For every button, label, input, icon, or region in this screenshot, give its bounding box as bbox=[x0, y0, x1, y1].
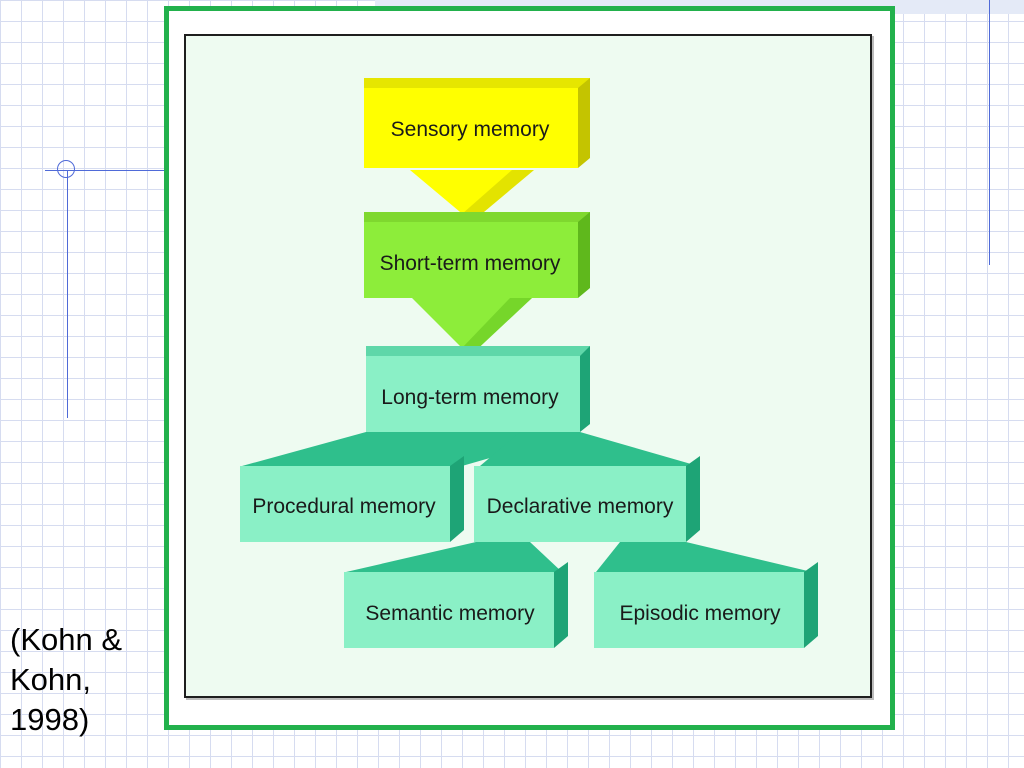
arrow-short-term-to-long-term bbox=[412, 298, 532, 356]
node-procedural-memory: Procedural memory bbox=[240, 456, 464, 542]
node-long-term-memory: Long-term memory bbox=[366, 346, 590, 432]
arrow-head-shade bbox=[462, 170, 534, 222]
node-label: Sensory memory bbox=[391, 118, 550, 141]
connector-right bbox=[480, 432, 698, 466]
node-declarative-memory: Declarative memory bbox=[474, 456, 700, 542]
box-side bbox=[554, 562, 568, 648]
box-side bbox=[578, 78, 590, 168]
slide-decor-circle bbox=[57, 160, 75, 178]
box-face bbox=[366, 356, 580, 432]
node-short-term-memory: Short-term memory bbox=[364, 212, 590, 298]
box-side bbox=[686, 456, 700, 542]
slide-decor-horizontal-line bbox=[45, 170, 167, 171]
connector-right bbox=[596, 542, 812, 572]
connector-left bbox=[346, 542, 562, 572]
arrow-sensory-to-short-term bbox=[410, 170, 534, 222]
box-side bbox=[580, 346, 590, 432]
box-side bbox=[450, 456, 464, 542]
slide-decor-vertical-line bbox=[67, 170, 68, 418]
box-face bbox=[240, 466, 450, 542]
node-sensory-memory: Sensory memory bbox=[364, 78, 590, 168]
box-face bbox=[594, 572, 804, 648]
node-label: Declarative memory bbox=[487, 495, 674, 518]
connector-left bbox=[242, 432, 580, 466]
connector-long-term-branches bbox=[242, 432, 698, 466]
node-label: Episodic memory bbox=[619, 602, 781, 625]
node-label: Semantic memory bbox=[365, 602, 535, 625]
node-episodic-memory: Episodic memory bbox=[594, 562, 818, 648]
citation-text: (Kohn & Kohn, 1998) bbox=[10, 622, 123, 737]
arrow-head-shade bbox=[462, 298, 532, 356]
box-face bbox=[344, 572, 554, 648]
connector-declarative-branches bbox=[346, 542, 812, 572]
box-face bbox=[364, 88, 578, 168]
node-label: Short-term memory bbox=[380, 252, 561, 275]
slide-decor-right-line bbox=[989, 0, 990, 265]
box-face bbox=[364, 222, 578, 298]
box-face bbox=[474, 466, 686, 542]
box-side bbox=[578, 212, 590, 298]
box-top bbox=[364, 212, 590, 222]
node-label: Procedural memory bbox=[252, 495, 436, 518]
box-top bbox=[366, 346, 590, 356]
box-top bbox=[364, 78, 590, 88]
box-side bbox=[804, 562, 818, 648]
node-semantic-memory: Semantic memory bbox=[344, 562, 568, 648]
node-label: Long-term memory bbox=[381, 386, 559, 409]
